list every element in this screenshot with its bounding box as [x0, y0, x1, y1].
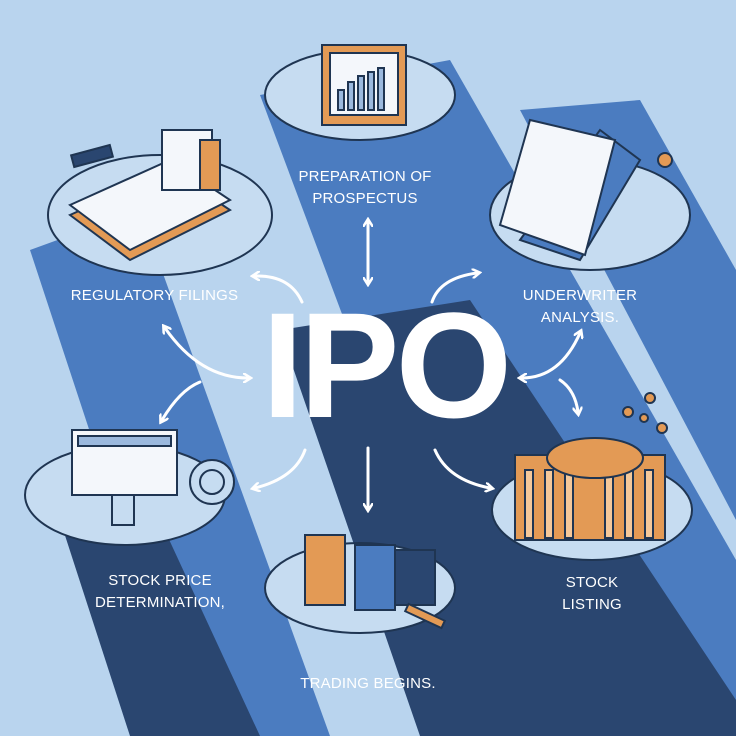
- stock-exchange-icon: [514, 392, 668, 541]
- label-underwriter: UNDERWRITER ANALYSIS.: [495, 285, 665, 329]
- label-line: ANALYSIS.: [540, 309, 620, 326]
- document-stack-icon: [68, 129, 232, 262]
- label-listing: STOCK LISTING: [542, 572, 642, 616]
- label-line: PREPARATION OF: [298, 168, 432, 185]
- newspaper-icon: [498, 118, 673, 262]
- label-line: STOCK: [565, 574, 619, 591]
- label-prospectus: PREPARATION OF PROSPECTUS: [265, 166, 465, 210]
- monitor-icon: [71, 429, 235, 526]
- arrow-left-double: [165, 328, 248, 378]
- label-line: PROSPECTUS: [312, 190, 418, 207]
- arrow-listing: [433, 448, 490, 488]
- label-regulatory: REGULATORY FILINGS: [70, 287, 239, 304]
- band-dark-left: [60, 520, 260, 736]
- arrow-right-down: [558, 378, 578, 412]
- arrow-left-down: [162, 380, 202, 420]
- ipo-title: IPO: [261, 281, 512, 449]
- arrow-regulatory: [255, 276, 304, 304]
- trading-tools-icon: [304, 534, 447, 630]
- arrow-underwriter: [430, 273, 477, 304]
- label-price: STOCK PRICE DETERMINATION,: [70, 570, 250, 614]
- arrow-price: [255, 448, 307, 488]
- label-line: UNDERWRITER: [522, 287, 638, 304]
- label-line: LISTING: [562, 596, 622, 613]
- label-trading: TRADING BEGINS.: [300, 675, 436, 692]
- label-line: DETERMINATION,: [94, 594, 226, 611]
- arrow-right-double: [522, 333, 580, 378]
- chart-board-icon: [321, 44, 407, 126]
- label-line: STOCK PRICE: [108, 572, 212, 589]
- flow-arrows: [162, 222, 580, 508]
